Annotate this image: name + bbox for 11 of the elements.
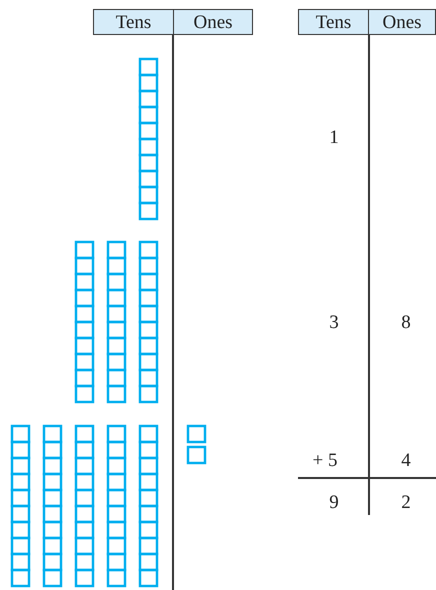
digit: 3 — [329, 312, 339, 334]
digit: 4 — [401, 450, 411, 472]
digit: 8 — [401, 312, 411, 334]
column-header: Tens — [93, 9, 174, 35]
column-header: Ones — [368, 9, 436, 35]
column-header: Tens — [298, 9, 369, 35]
digit: 9 — [329, 492, 339, 514]
digit: + 5 — [312, 450, 338, 472]
column-header: Ones — [173, 9, 253, 35]
digit: 1 — [329, 127, 339, 149]
digit: 2 — [401, 492, 411, 514]
